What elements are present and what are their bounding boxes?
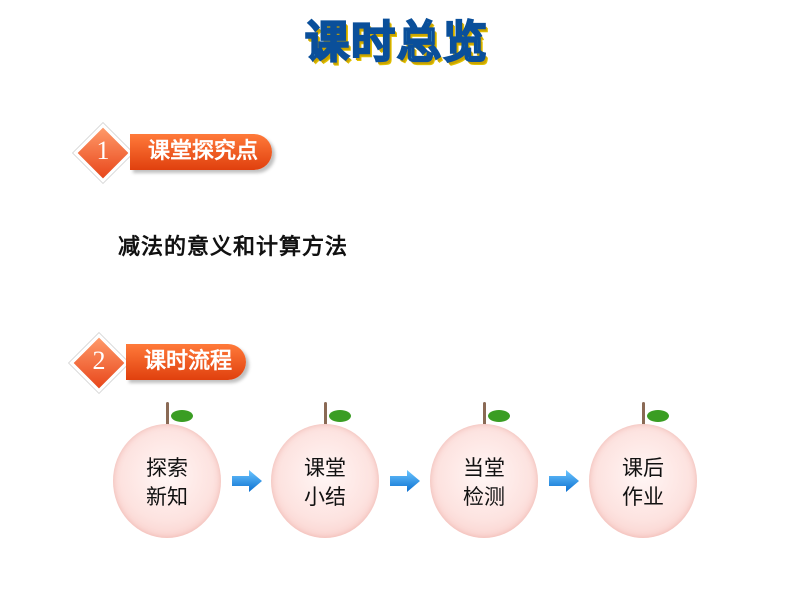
flow-step-line1: 探索 (146, 456, 188, 480)
stem (642, 402, 645, 428)
arrow-right-icon (549, 470, 579, 492)
flow-step-line2: 小结 (304, 485, 346, 509)
section-badge-1: 1 课堂探究点 (73, 123, 320, 183)
peach-icon (589, 424, 697, 538)
flow-step-line1: 课堂 (304, 456, 346, 480)
flow-step-summary: 课堂 小结 (271, 402, 381, 542)
section-label: 课时流程 (144, 349, 233, 374)
flow-step-explore: 探索 新知 (113, 402, 223, 542)
flow-step-label: 课堂 小结 (271, 454, 379, 512)
section-label: 课堂探究点 (148, 139, 259, 164)
section-number: 1 (96, 136, 110, 165)
section-number: 2 (92, 346, 106, 375)
flow-step-line2: 新知 (146, 485, 188, 509)
flow-step-test: 当堂 检测 (430, 402, 540, 542)
arrow-right-icon (390, 470, 420, 492)
flow-step-label: 当堂 检测 (430, 454, 538, 512)
topic-text: 减法的意义和计算方法 (118, 235, 349, 260)
peach-icon (271, 424, 379, 538)
flow-step-line1: 课后 (622, 456, 664, 480)
flow-step-label: 探索 新知 (113, 454, 221, 512)
flow-step-homework: 课后 作业 (589, 402, 699, 542)
leaf-icon (647, 410, 669, 422)
flow-step-label: 课后 作业 (589, 454, 697, 512)
page-title: 课时总览 (304, 16, 489, 69)
leaf-icon (329, 410, 351, 422)
arrow-right-icon (232, 470, 262, 492)
peach-icon (430, 424, 538, 538)
leaf-icon (171, 410, 193, 422)
stem (483, 402, 486, 428)
flow-step-line2: 检测 (463, 485, 505, 509)
stem (324, 402, 327, 428)
flow-step-line2: 作业 (622, 485, 664, 509)
leaf-icon (488, 410, 510, 422)
section-badge-2: 2 课时流程 (69, 333, 296, 393)
stem (166, 402, 169, 428)
flow-step-line1: 当堂 (463, 456, 505, 480)
section-label-bar: 课时流程 (126, 344, 247, 380)
peach-icon (113, 424, 221, 538)
section-label-bar: 课堂探究点 (130, 134, 273, 170)
